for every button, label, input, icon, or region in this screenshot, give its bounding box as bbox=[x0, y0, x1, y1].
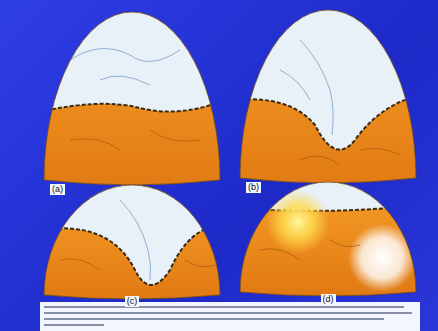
globe-b bbox=[235, 0, 425, 200]
illegible-caption bbox=[44, 306, 412, 326]
globe-c bbox=[40, 180, 230, 305]
panel-letter: (b) bbox=[246, 182, 261, 193]
panel-letter: (d) bbox=[321, 294, 336, 305]
panel-letter: (c) bbox=[125, 296, 140, 307]
caption-band bbox=[40, 302, 420, 331]
panel-letter: (a) bbox=[50, 184, 65, 195]
globe-d bbox=[235, 175, 425, 300]
globe-a bbox=[40, 0, 230, 200]
